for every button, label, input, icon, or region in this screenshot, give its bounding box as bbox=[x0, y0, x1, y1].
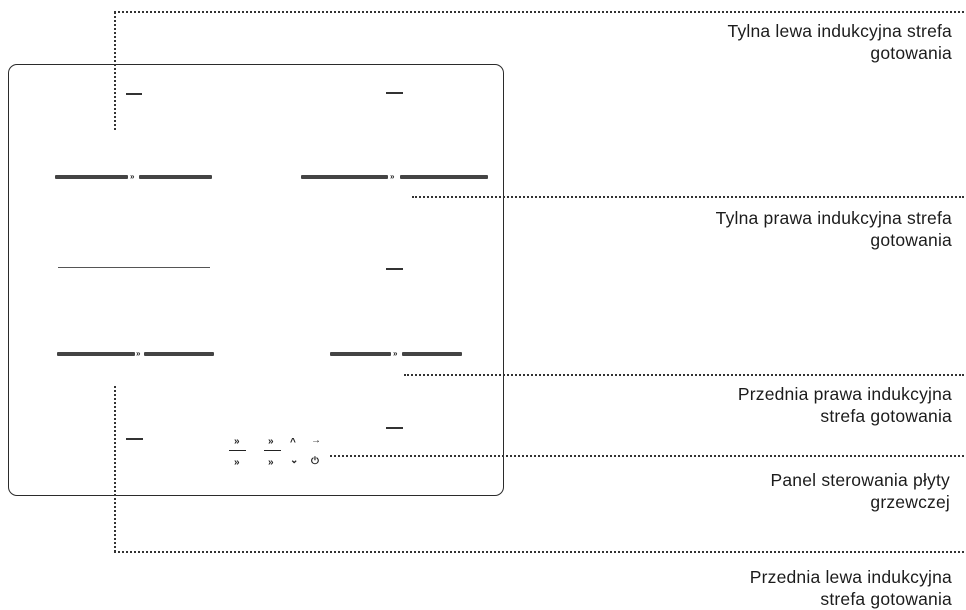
rear-left-zone-indicator bbox=[126, 93, 142, 95]
label-rear-left-line2: gotowania bbox=[870, 43, 952, 63]
front-left-zone-mark-left bbox=[57, 352, 135, 356]
label-front-right-zone: Przednia prawa indukcyjna strefa gotowan… bbox=[738, 383, 952, 427]
rear-right-zone-mark-left bbox=[301, 175, 388, 179]
label-front-left-zone: Przednia lewa indukcyjna strefa gotowani… bbox=[750, 566, 952, 610]
leader-front-left-vertical bbox=[114, 386, 116, 552]
label-front-right-line2: strefa gotowania bbox=[820, 406, 952, 426]
hob-outline bbox=[8, 64, 504, 496]
label-control-panel: Panel sterowania płyty grzewczej bbox=[771, 469, 951, 513]
control-chevron-icon-1: » bbox=[234, 436, 240, 447]
control-up-icon: ^ bbox=[290, 437, 296, 448]
rear-left-zone-mark-right bbox=[139, 175, 212, 179]
control-chevron-icon-3: » bbox=[268, 436, 274, 447]
leader-rear-left-vertical bbox=[114, 12, 116, 130]
front-right-zone-mark-left bbox=[330, 352, 391, 356]
control-divider-1 bbox=[229, 450, 246, 451]
label-control-panel-line1: Panel sterowania płyty bbox=[770, 470, 950, 490]
label-front-left-line1: Przednia lewa indukcyjna bbox=[749, 567, 952, 587]
rear-right-zone-indicator bbox=[386, 92, 403, 94]
rear-right-zone-chevron: » bbox=[390, 172, 395, 181]
front-left-zone-mark-right bbox=[144, 352, 214, 356]
front-right-zone-mark-right bbox=[402, 352, 462, 356]
control-arrow-icon: → bbox=[311, 435, 321, 446]
rear-right-zone-mark-right bbox=[400, 175, 488, 179]
front-left-zone-indicator bbox=[126, 438, 143, 440]
label-rear-right-line1: Tylna prawa indukcyjna strefa bbox=[715, 208, 952, 228]
rear-left-zone-mark-left bbox=[55, 175, 128, 179]
label-front-right-line1: Przednia prawa indukcyjna bbox=[737, 384, 952, 404]
leader-front-right-horizontal bbox=[404, 374, 964, 376]
front-right-zone-chevron: » bbox=[393, 349, 398, 358]
middle-right-zone-indicator bbox=[386, 268, 403, 270]
label-rear-right-line2: gotowania bbox=[870, 230, 952, 250]
label-control-panel-line2: grzewczej bbox=[870, 492, 950, 512]
control-chevron-icon-4: » bbox=[268, 457, 274, 468]
leader-front-left-horizontal bbox=[114, 551, 964, 553]
leader-rear-right-horizontal bbox=[412, 196, 964, 198]
label-rear-left-line1: Tylna lewa indukcyjna strefa bbox=[727, 21, 952, 41]
front-right-zone-indicator bbox=[386, 427, 403, 429]
control-chevron-icon-2: » bbox=[234, 457, 240, 468]
label-rear-left-zone: Tylna lewa indukcyjna strefa gotowania bbox=[728, 20, 952, 64]
label-front-left-line2: strefa gotowania bbox=[820, 589, 952, 609]
leader-rear-left-horizontal bbox=[114, 11, 964, 13]
rear-left-zone-chevron: » bbox=[130, 172, 135, 181]
leader-control-panel-horizontal bbox=[330, 455, 964, 457]
label-rear-right-zone: Tylna prawa indukcyjna strefa gotowania bbox=[716, 207, 952, 251]
left-zone-divider bbox=[58, 267, 210, 268]
control-down-icon: ⌄ bbox=[290, 455, 299, 466]
front-left-zone-chevron: » bbox=[136, 349, 141, 358]
control-divider-2 bbox=[264, 450, 281, 451]
control-power-icon: ⏻ bbox=[311, 456, 319, 467]
